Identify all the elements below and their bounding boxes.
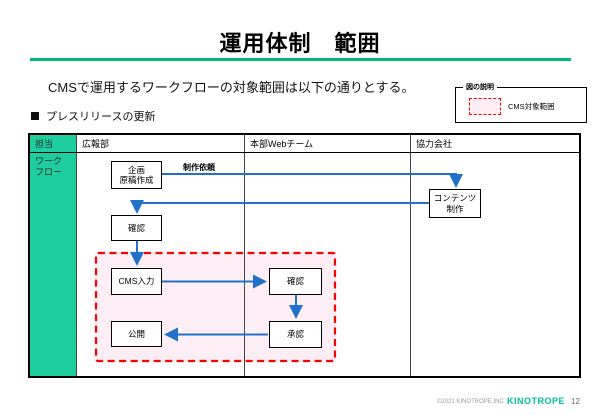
row-header-workflow: ワーク フロー [30,153,77,376]
kinotrope-logo: KINOTROPE [507,396,566,406]
page-title: 運用体制 範囲 [219,31,381,56]
slide-footer: ©2021 KINOTROPE,INC KINOTROPE 12 [0,395,600,411]
table-corner-header: 担当 [30,135,77,152]
legend-cms-scope-label: CMS対象範囲 [508,102,555,111]
flow-box-check-pr: 確認 [111,215,162,241]
copyright-text: ©2021 KINOTROPE,INC [437,399,504,405]
flow-box-approve: 承認 [269,321,322,348]
page-number: 12 [571,397,580,406]
column-header-partner: 協力会社 [416,139,453,149]
legend-box: 図の説明 CMS対象範囲 [455,82,587,123]
flow-box-check-web: 確認 [269,268,322,295]
section-heading: プレスリリースの更新 [31,108,155,124]
table-header-row: 担当 広報部 本部Webチーム 協力会社 [30,135,579,153]
flow-box-plan-draft: 企画 原稿作成 [111,161,162,189]
column-header-web-team: 本部Webチーム [245,135,411,152]
title-underline [30,58,571,61]
cms-scope-swatch-icon [469,98,501,115]
section-label: プレスリリースの更新 [46,111,156,123]
flow-box-publish: 公開 [111,321,162,347]
flow-box-cms-input: CMS入力 [111,268,162,295]
flow-box-content-create: コンテンツ 制作 [429,189,481,218]
bullet-square-icon [31,112,39,120]
lane-partner [411,153,579,376]
edge-label-production-request: 制作依頼 [183,163,215,172]
intro-text: CMSで運用するワークフローの対象範囲は以下の通りとする。 [48,80,415,95]
lane-web-team [245,153,411,376]
legend-title: 図の説明 [463,82,497,92]
column-header-pr-dept: 広報部 [77,135,245,152]
